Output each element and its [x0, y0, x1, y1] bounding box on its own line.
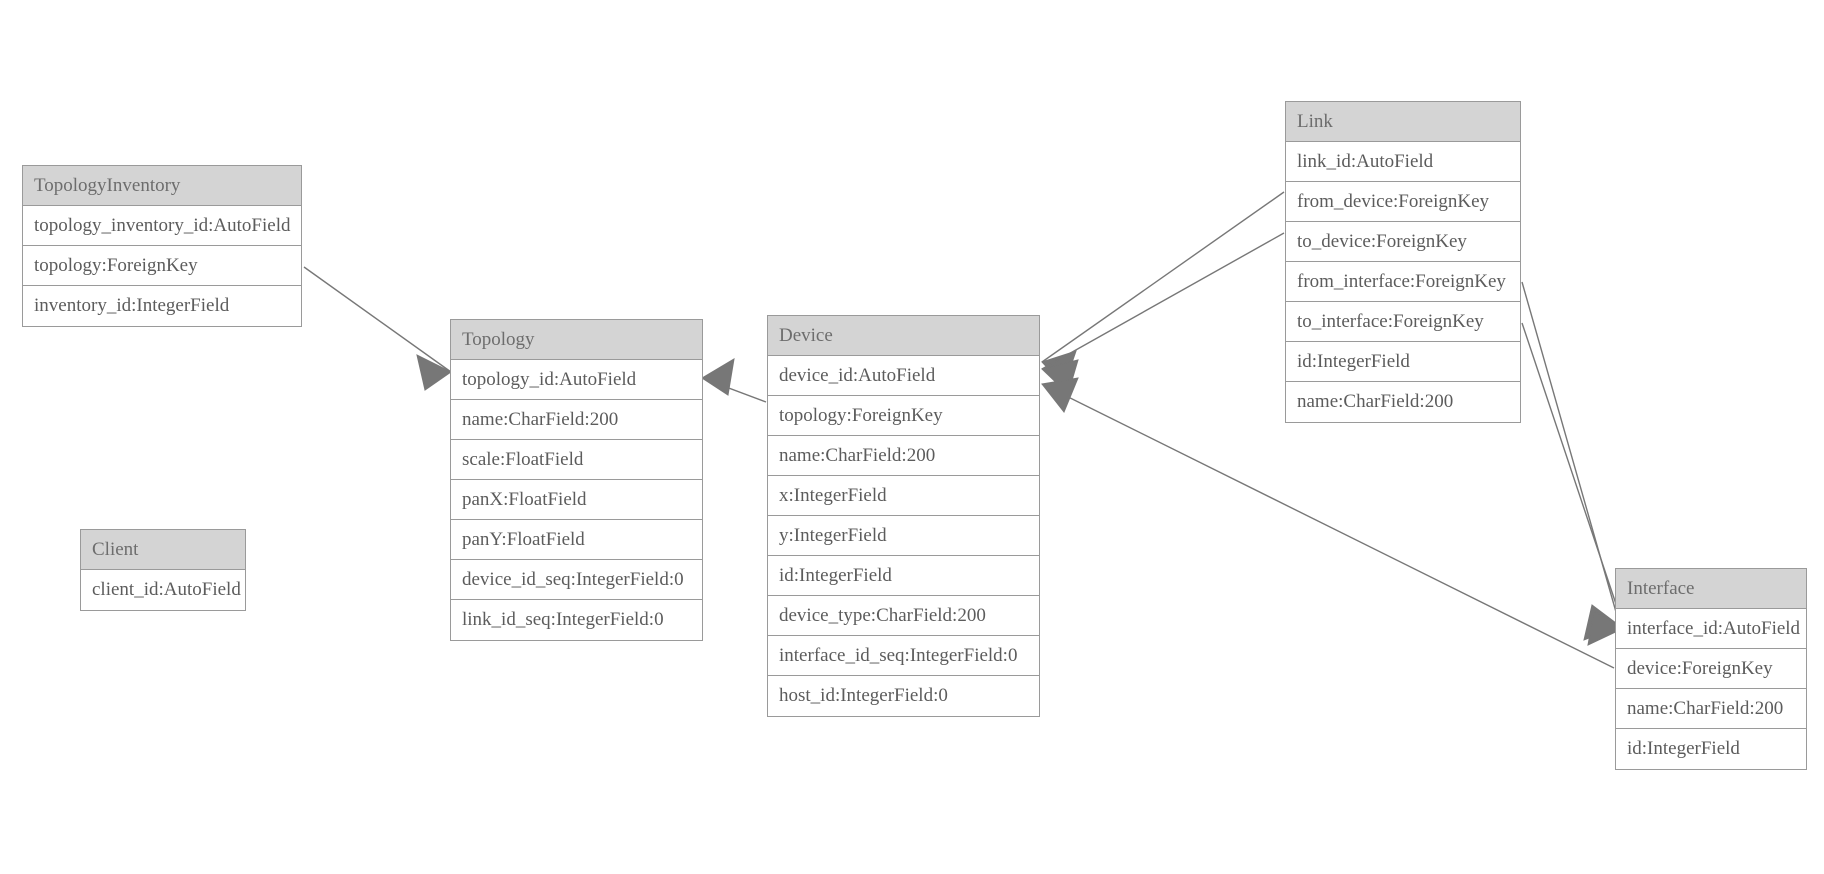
entity-field-row[interactable]: scale:FloatField	[451, 440, 702, 480]
entity-field-row[interactable]: host_id:IntegerField:0	[768, 676, 1039, 716]
entity-field-row[interactable]: y:IntegerField	[768, 516, 1039, 556]
entity-field-row[interactable]: link_id:AutoField	[1286, 142, 1520, 182]
entity-field-row[interactable]: client_id:AutoField	[81, 570, 245, 610]
relationship-line	[1041, 191, 1285, 363]
relationship-line	[1521, 281, 1621, 627]
entity-field-row[interactable]: device_id_seq:IntegerField:0	[451, 560, 702, 600]
entity-field-row[interactable]: panY:FloatField	[451, 520, 702, 560]
entity-field-row[interactable]: id:IntegerField	[768, 556, 1039, 596]
relationship-link-to-interface	[1521, 322, 1626, 646]
relationship-line	[1041, 383, 1615, 669]
arrowhead-icon	[1041, 377, 1079, 413]
relationship-line	[701, 377, 767, 403]
arrowhead-icon	[701, 358, 735, 396]
entity-title-topology-inventory: TopologyInventory	[23, 166, 301, 206]
entity-field-row[interactable]: topology:ForeignKey	[23, 246, 301, 286]
entity-title-link: Link	[1286, 102, 1520, 142]
entity-field-list-client: client_id:AutoField	[81, 570, 245, 610]
entity-field-row[interactable]: name:CharField:200	[451, 400, 702, 440]
entity-field-row[interactable]: x:IntegerField	[768, 476, 1039, 516]
entity-title-device: Device	[768, 316, 1039, 356]
entity-title-interface: Interface	[1616, 569, 1806, 609]
arrowhead-icon	[1041, 350, 1077, 387]
entity-field-row[interactable]: link_id_seq:IntegerField:0	[451, 600, 702, 640]
relationship-link-from-interface	[1521, 281, 1622, 641]
entity-field-row[interactable]: inventory_id:IntegerField	[23, 286, 301, 326]
entity-field-row[interactable]: interface_id_seq:IntegerField:0	[768, 636, 1039, 676]
entity-field-row[interactable]: topology_id:AutoField	[451, 360, 702, 400]
entity-field-row[interactable]: id:IntegerField	[1616, 729, 1806, 769]
entity-field-row[interactable]: topology:ForeignKey	[768, 396, 1039, 436]
entity-field-row[interactable]: interface_id:AutoField	[1616, 609, 1806, 649]
entity-title-topology: Topology	[451, 320, 702, 360]
relationship-topologyinventory-topology	[303, 266, 452, 391]
relationship-link-to-device	[1041, 232, 1285, 395]
relationship-line	[1041, 232, 1285, 370]
relationship-device-topology	[701, 358, 767, 403]
relationship-link-from-device	[1041, 191, 1285, 387]
entity-field-row[interactable]: device_id:AutoField	[768, 356, 1039, 396]
entity-field-row[interactable]: from_interface:ForeignKey	[1286, 262, 1520, 302]
entity-field-row[interactable]: device:ForeignKey	[1616, 649, 1806, 689]
entity-title-client: Client	[81, 530, 245, 570]
entity-field-row[interactable]: to_device:ForeignKey	[1286, 222, 1520, 262]
entity-field-row[interactable]: name:CharField:200	[1286, 382, 1520, 422]
arrowhead-icon	[1041, 359, 1079, 395]
arrowhead-icon	[416, 354, 452, 391]
entity-field-row[interactable]: name:CharField:200	[1616, 689, 1806, 729]
entity-field-row[interactable]: to_interface:ForeignKey	[1286, 302, 1520, 342]
relationship-line	[303, 266, 452, 373]
entity-field-row[interactable]: device_type:CharField:200	[768, 596, 1039, 636]
entity-field-row[interactable]: id:IntegerField	[1286, 342, 1520, 382]
entity-field-row[interactable]: panX:FloatField	[451, 480, 702, 520]
entity-field-row[interactable]: from_device:ForeignKey	[1286, 182, 1520, 222]
entity-field-row[interactable]: topology_inventory_id:AutoField	[23, 206, 301, 246]
relationship-line	[1521, 322, 1625, 629]
entity-field-row[interactable]: name:CharField:200	[768, 436, 1039, 476]
